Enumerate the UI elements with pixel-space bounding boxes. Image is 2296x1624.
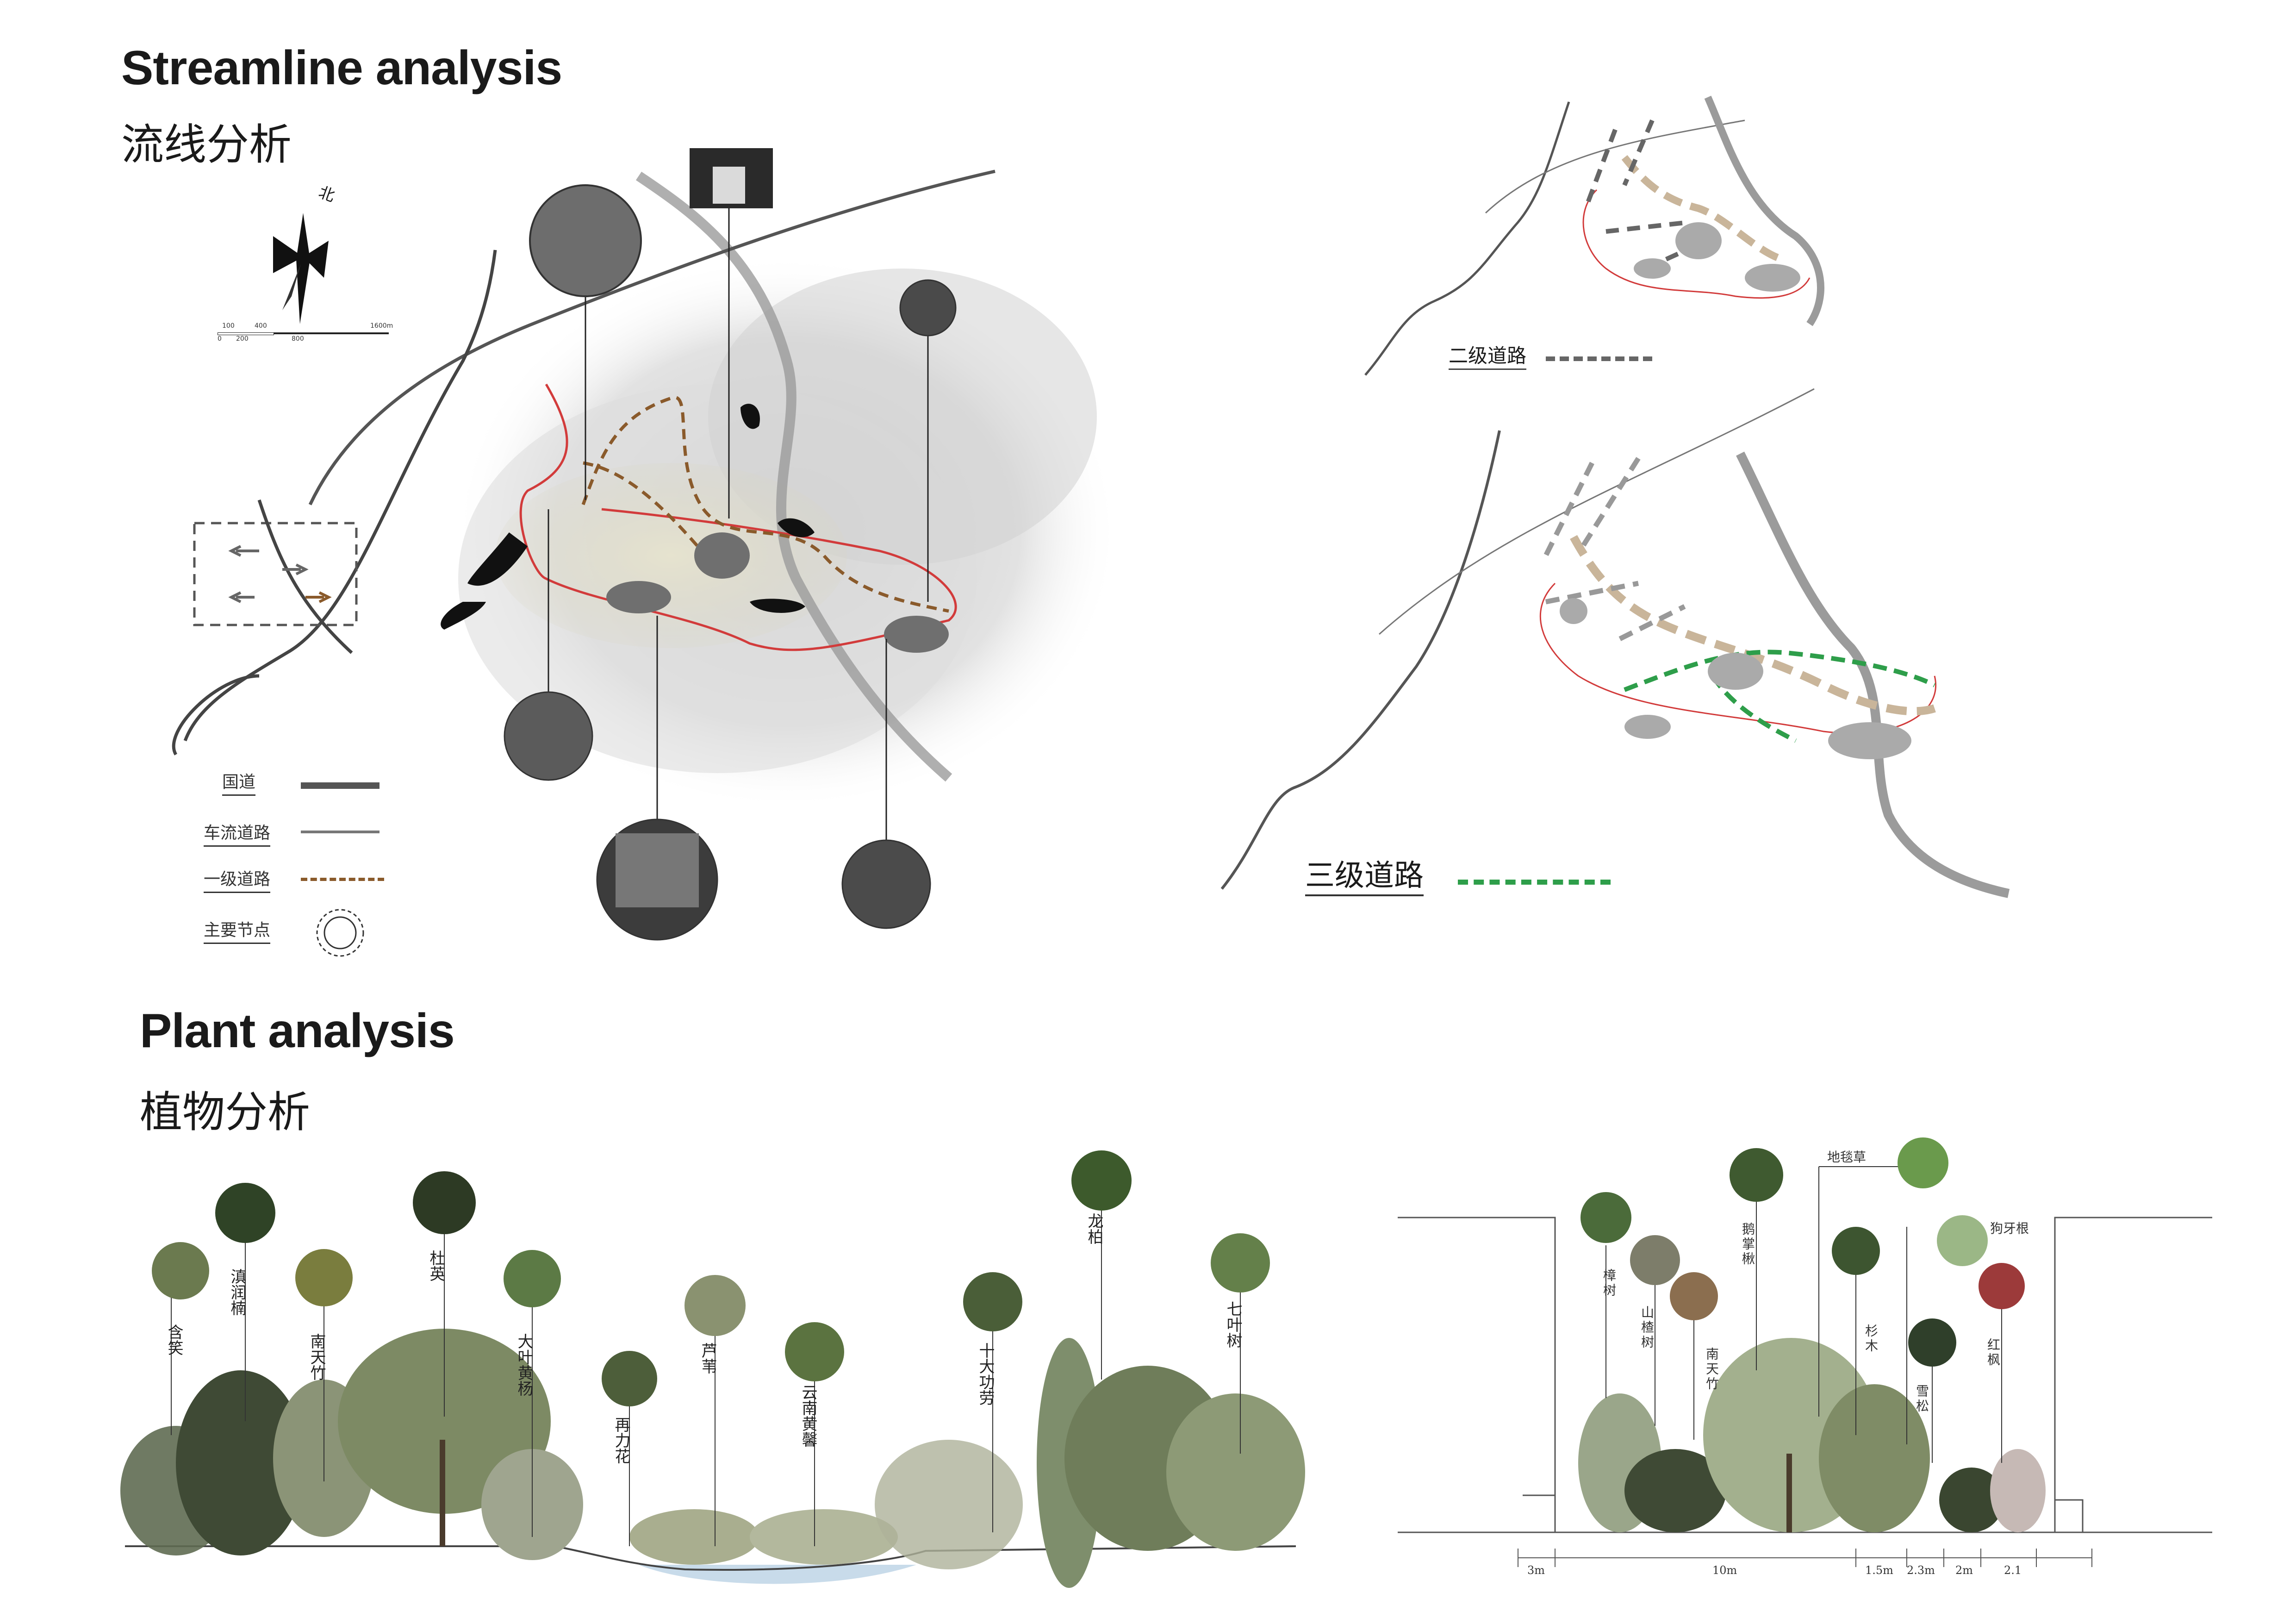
plant-label-ezhangqiu: 鹅掌楸 [1740,1222,1755,1267]
plant-label-shanzhashu: 山楂树 [1639,1305,1655,1350]
streamline-title-cn: 流线分析 [121,120,292,169]
plant-label-gouyagen: 狗牙根 [1990,1221,2029,1236]
scale-top-2: 1600m [370,322,393,330]
plant-label-shidagonglao: 十大功劳 [976,1343,995,1405]
plant-label-yunnanhuangxin: 云南黄馨 [799,1384,817,1447]
tertiary-road-label: 三级道路 [1305,852,1424,896]
tertiary-road-diagram [1220,388,2010,898]
plant-label-nantianzhu-b: 南天竹 [1704,1347,1719,1392]
plant-label-dianrunnan: 滇润楠 [228,1268,246,1316]
legend-vehicle-road-swatch [301,831,380,833]
plant-label-hongfeng: 红枫 [1985,1338,2001,1368]
plant-label-duying: 杜英 [427,1250,445,1281]
scale-bottom-1: 200 [236,335,249,343]
plant-label-qiyeshu: 七叶树 [1224,1301,1242,1348]
plant-label-ditancao: 地毯草 [1827,1149,1867,1165]
legend-national-road-swatch [301,782,380,789]
plant-label-nantianzhu-a: 南天竹 [307,1333,326,1380]
dimension-2-1: 2.1 [2004,1564,2022,1577]
scale-bottom-0: 0 [218,335,222,343]
plant-label-xuesong: 雪松 [1914,1384,1929,1414]
streamline-title-en: Streamline analysis [121,41,562,95]
scale-top-1: 400 [255,322,267,330]
tertiary-road-swatch [1458,880,1611,885]
legend-primary-road-swatch [301,878,384,881]
plant-label-zailihua: 再力花 [612,1417,630,1464]
plant-section-b [1398,1137,2212,1567]
legend-label-primary-road: 一级道路 [204,866,271,893]
plant-section-a [120,1150,1305,1588]
secondary-road-swatch [1546,356,1652,361]
plant-title-cn: 植物分析 [140,1087,311,1137]
dimension-3m: 3m [1527,1564,1545,1577]
legend: 国道 车流道路 一级道路 主要节点 [204,768,398,981]
secondary-road-diagram [1364,95,1824,376]
dimension-2m: 2m [1955,1564,1973,1577]
site-plan-map [172,148,1120,941]
plant-label-hanxiao: 含笑 [165,1324,183,1355]
north-arrow-icon [273,213,329,324]
plant-title-en: Plant analysis [140,1004,455,1058]
secondary-road-label: 二级道路 [1449,340,1527,370]
main-node-icon [316,909,364,957]
plant-label-dayehuangyang: 大叶黄杨 [515,1333,533,1396]
plant-label-longbai: 龙柏 [1085,1213,1103,1244]
plant-label-zhangshu: 樟树 [1601,1268,1617,1298]
dimension-1-5m: 1.5m [1865,1564,1893,1577]
dimension-10m: 10m [1712,1564,1737,1577]
plant-label-shanmu: 杉木 [1863,1324,1879,1354]
legend-label-national-road: 国道 [222,768,256,796]
dimension-2-3m: 2.3m [1907,1564,1935,1577]
plant-label-luwei: 芦苇 [698,1343,717,1374]
legend-label-vehicle-road: 车流道路 [204,819,271,847]
scale-top-0: 100 [222,322,235,330]
scale-bottom-2: 800 [292,335,304,343]
legend-label-main-node: 主要节点 [204,917,271,944]
scale-bar: 100 400 1600m 0 200 800 [218,322,393,343]
